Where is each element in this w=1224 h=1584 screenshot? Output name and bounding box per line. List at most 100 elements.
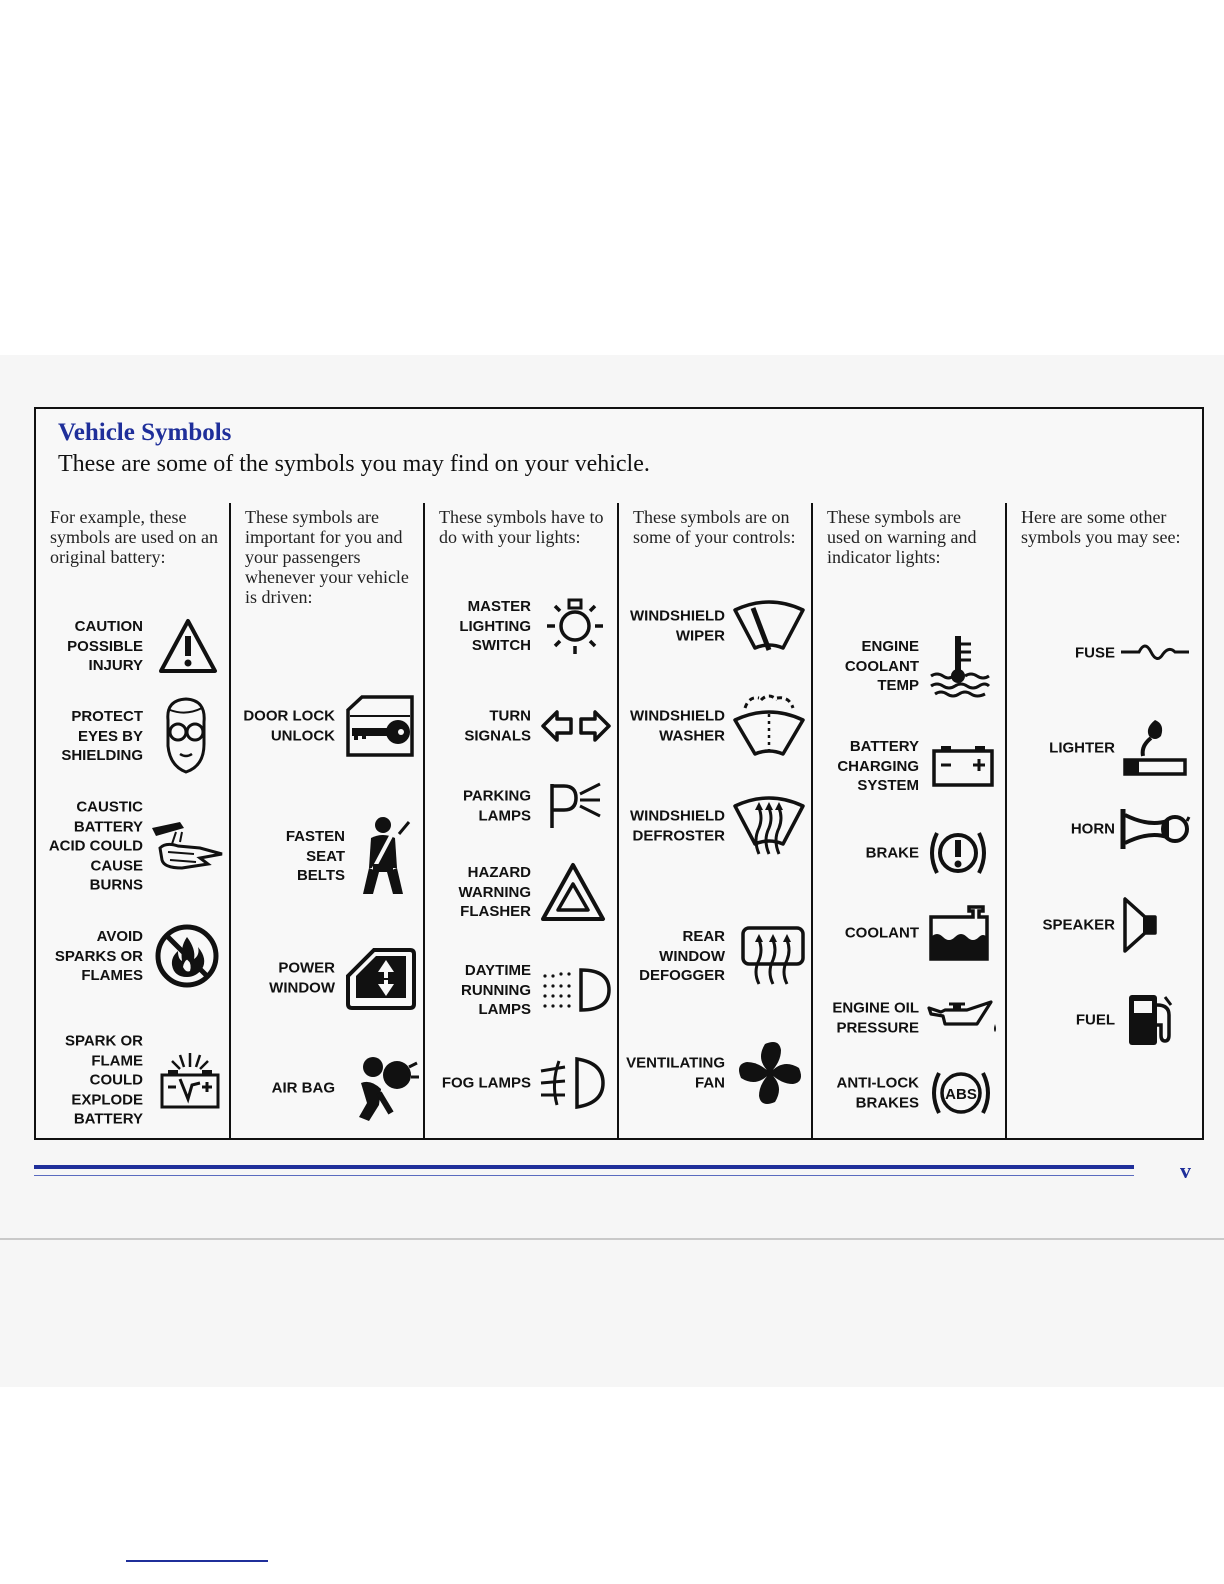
column-intro: These symbols are on some of your contro… (633, 507, 796, 547)
fan-icon (735, 1038, 805, 1108)
symbol-anti-lock-brakes: ANTI-LOCK BRAKES ABS (813, 1053, 1005, 1133)
symbol-label: CAUSTIC BATTERY ACID COULD CAUSE BURNS (48, 798, 143, 894)
symbol-label: HORN (1070, 820, 1115, 838)
symbol-label: REAR WINDOW DEFOGGER (639, 927, 725, 984)
fuse-icon (1119, 638, 1191, 668)
symbol-daytime-running-lamps: DAYTIME RUNNING LAMPS (425, 950, 617, 1030)
symbol-engine-coolant-temp: ENGINE COOLANT TEMP (813, 626, 1005, 706)
symbol-label: SPEAKER (1042, 916, 1115, 934)
lighter-icon (1123, 718, 1187, 778)
no-flame-icon (154, 923, 220, 989)
symbol-engine-oil-pressure: ENGINE OIL PRESSURE (813, 978, 1005, 1058)
column-controls: These symbols are on some of your contro… (617, 503, 811, 1140)
symbol-label: LIGHTER (1049, 739, 1115, 757)
abs-icon: ABS (929, 1067, 993, 1119)
battery-icon (931, 743, 995, 789)
symbol-label: BATTERY CHARGING SYSTEM (837, 737, 919, 794)
symbol-ventilating-fan: VENTILATING FAN (619, 1033, 811, 1113)
goggles-face-icon (158, 696, 214, 776)
symbol-label: HAZARD WARNING FLASHER (458, 863, 532, 920)
column-intro: Here are some other symbols you may see: (1021, 507, 1181, 547)
symbol-label: TURN SIGNALS (464, 707, 531, 745)
symbol-caustic-acid: CAUSTIC BATTERY ACID COULD CAUSE BURNS (36, 798, 229, 893)
symbol-label: BRAKE (865, 844, 919, 862)
oil-can-icon (927, 998, 999, 1038)
symbol-caution: CAUTION POSSIBLE INJURY (36, 606, 229, 686)
air-bag-icon (349, 1053, 419, 1123)
windshield-wiper-icon (731, 598, 807, 654)
column-warning-lights: These symbols are used on warning and in… (811, 503, 1005, 1140)
symbol-air-bag: AIR BAG (231, 1048, 423, 1128)
turn-signal-arrows-icon (540, 706, 612, 746)
column-intro: These symbols are important for you and … (245, 507, 409, 607)
symbol-label: FOG LAMPS (441, 1074, 531, 1092)
fuel-pump-icon (1125, 991, 1177, 1049)
symbol-seat-belts: FASTEN SEAT BELTS (231, 816, 423, 896)
page-number: v (1180, 1158, 1191, 1183)
symbol-power-window: POWER WINDOW (231, 938, 423, 1018)
rear-defogger-icon (739, 924, 807, 988)
symbol-label: ENGINE COOLANT TEMP (844, 637, 919, 694)
symbol-label: PARKING LAMPS (462, 787, 531, 825)
symbol-windshield-washer: WINDSHIELD WASHER (619, 686, 811, 766)
column-intro: For example, these symbols are used on a… (50, 507, 218, 567)
panel-title: Vehicle Symbols (58, 419, 232, 446)
symbol-battery-charging: BATTERY CHARGING SYSTEM (813, 726, 1005, 806)
bottom-link-rule (126, 1560, 268, 1562)
symbol-label: FASTEN SEAT BELTS (285, 827, 345, 884)
seat-belt-icon (353, 816, 413, 896)
symbol-fog-lamps: FOG LAMPS (425, 1043, 617, 1123)
symbol-label: MASTER LIGHTING SWITCH (459, 597, 531, 654)
panel-subtitle: These are some of the symbols you may fi… (58, 451, 650, 477)
vehicle-symbols-panel: Vehicle Symbols These are some of the sy… (34, 407, 1204, 1140)
symbol-lighter: LIGHTER (1007, 708, 1202, 788)
symbol-label: SPARK OR FLAME COULD EXPLODE BATTERY (64, 1032, 143, 1128)
symbol-label: ENGINE OIL PRESSURE (832, 999, 919, 1037)
footer-rule-thick (34, 1165, 1134, 1169)
column-intro: These symbols are used on warning and in… (827, 507, 977, 567)
hazard-triangle-icon (540, 862, 606, 922)
symbol-avoid-sparks: AVOID SPARKS OR FLAMES (36, 916, 229, 996)
page-edge-line (0, 1238, 1224, 1240)
symbol-rear-defogger: REAR WINDOW DEFOGGER (619, 916, 811, 996)
symbol-label: COOLANT (844, 924, 919, 942)
symbol-windshield-defroster: WINDSHIELD DEFROSTER (619, 786, 811, 866)
exploding-battery-icon (158, 1049, 222, 1111)
column-passengers: These symbols are important for you and … (229, 503, 423, 1140)
symbol-parking-lamps: PARKING LAMPS (425, 766, 617, 846)
symbol-label: ANTI-LOCK BRAKES (836, 1074, 920, 1112)
symbol-label: AIR BAG (271, 1079, 335, 1097)
column-other-symbols: Here are some other symbols you may see:… (1005, 503, 1202, 1140)
symbol-master-lighting: MASTER LIGHTING SWITCH (425, 586, 617, 666)
symbol-label: AVOID SPARKS OR FLAMES (54, 927, 143, 984)
symbol-protect-eyes: PROTECT EYES BY SHIELDING (36, 696, 229, 776)
symbol-horn: HORN (1007, 789, 1202, 869)
symbol-spark-explode: SPARK OR FLAME COULD EXPLODE BATTERY (36, 1032, 229, 1127)
symbol-coolant: COOLANT (813, 893, 1005, 973)
symbol-label: WINDSHIELD WASHER (630, 707, 725, 745)
windshield-washer-icon (731, 692, 807, 760)
symbol-door-lock: DOOR LOCK UNLOCK (231, 686, 423, 766)
power-window-icon (344, 946, 416, 1010)
symbol-hazard-flasher: HAZARD WARNING FLASHER (425, 852, 617, 932)
symbol-label: POWER WINDOW (269, 959, 335, 997)
symbol-turn-signals: TURN SIGNALS (425, 686, 617, 766)
symbol-brake: BRAKE (813, 813, 1005, 893)
symbol-label: FUSE (1074, 644, 1115, 662)
daytime-running-lamps-icon (541, 966, 613, 1014)
symbol-label: DOOR LOCK UNLOCK (243, 707, 335, 745)
symbol-label: VENTILATING FAN (626, 1054, 725, 1092)
column-intro: These symbols have to do with your light… (439, 507, 604, 547)
door-lock-key-icon (344, 694, 416, 758)
speaker-icon (1121, 895, 1161, 955)
symbol-label: PROTECT EYES BY SHIELDING (61, 707, 143, 764)
footer-rule-thin (34, 1175, 1134, 1176)
svg-text:ABS: ABS (945, 1086, 977, 1103)
fog-lamps-icon (535, 1055, 607, 1111)
symbol-label: WINDSHIELD DEFROSTER (630, 807, 725, 845)
horn-icon (1119, 805, 1191, 853)
brake-warning-icon (927, 825, 989, 881)
coolant-temp-icon (927, 634, 991, 698)
symbol-fuse: FUSE (1007, 613, 1202, 693)
master-lighting-icon (543, 594, 607, 658)
